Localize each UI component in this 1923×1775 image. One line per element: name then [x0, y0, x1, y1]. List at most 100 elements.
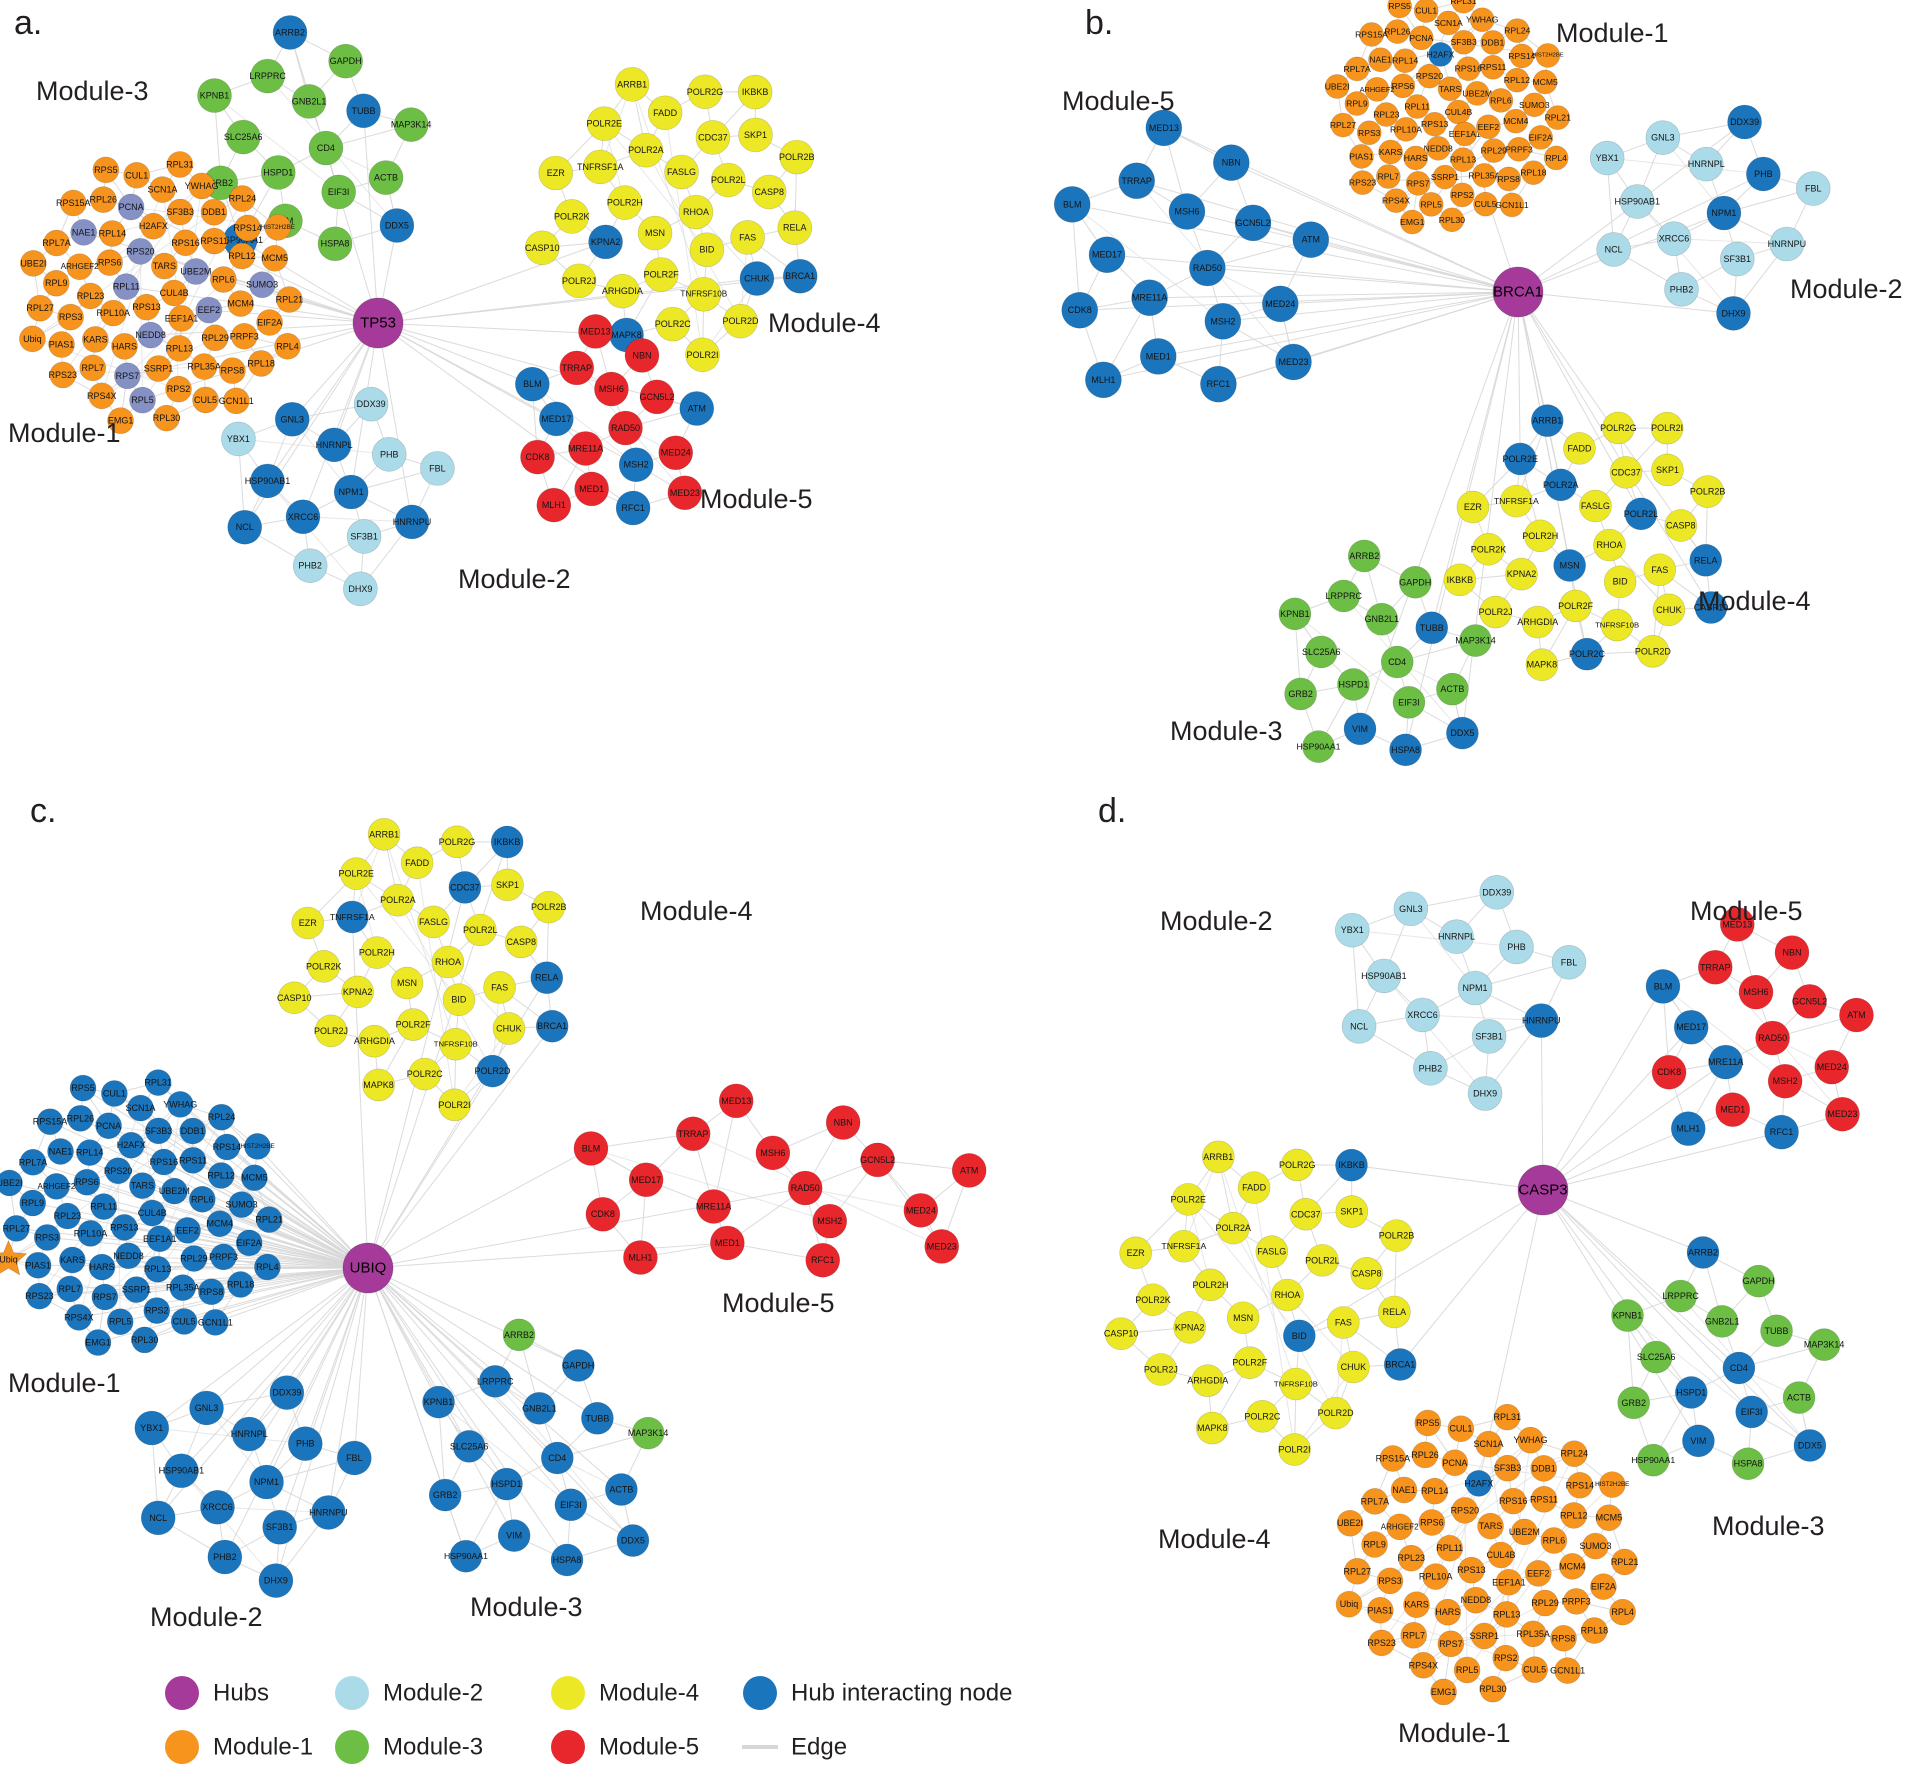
- node-TRRAP: TRRAP: [1118, 162, 1155, 200]
- node-label-RPL7A: RPL7A: [19, 1157, 48, 1167]
- node-RPS23: RPS23: [49, 361, 77, 389]
- node-label-ACTB: ACTB: [374, 173, 398, 183]
- node-label-DDX5: DDX5: [621, 1536, 645, 1546]
- node-label-EZR: EZR: [547, 168, 566, 178]
- node-EEF1A1: EEF1A1: [1449, 121, 1481, 147]
- node-ARRB1: ARRB1: [614, 67, 650, 102]
- node-label-POLR2J: POLR2J: [314, 1026, 348, 1036]
- node-label-GNB2L1: GNB2L1: [522, 1403, 557, 1413]
- node-label-HSPA8: HSPA8: [321, 239, 350, 249]
- node-label-SCN1A: SCN1A: [126, 1103, 156, 1113]
- node-MED13: MED13: [578, 314, 613, 349]
- node-label-CD4: CD4: [548, 1453, 566, 1463]
- node-label-CASP10: CASP10: [277, 993, 312, 1003]
- node-SCN1A: SCN1A: [1474, 1430, 1504, 1458]
- node-RPL6: RPL6: [210, 266, 237, 293]
- node-label-SUMO3: SUMO3: [1579, 1541, 1611, 1551]
- node-label-KARS: KARS: [1404, 1600, 1429, 1610]
- node-label-H2AFX: H2AFX: [1464, 1478, 1493, 1488]
- node-RAD50: RAD50: [608, 410, 643, 446]
- node-label-TNFRSF1A: TNFRSF1A: [1161, 1241, 1206, 1251]
- node-VIM: VIM: [497, 1519, 531, 1552]
- node-label-CDK8: CDK8: [591, 1209, 615, 1219]
- node-label-EEF2: EEF2: [1478, 122, 1500, 132]
- node-label-SF3B1: SF3B1: [1724, 254, 1752, 264]
- node-label-YWHAG: YWHAG: [1514, 1435, 1548, 1445]
- node-SCN1A: SCN1A: [126, 1094, 156, 1122]
- node-BID: BID: [689, 232, 725, 268]
- node-label-XRCC6: XRCC6: [202, 1502, 233, 1512]
- node-label-FASLG: FASLG: [667, 167, 696, 177]
- node-RPS7: RPS7: [1437, 1630, 1465, 1658]
- node-label-RPL26: RPL26: [90, 195, 118, 205]
- node-label-CUL4B: CUL4B: [1445, 107, 1473, 117]
- node-MED24: MED24: [903, 1193, 939, 1228]
- node-label-LRPPRC: LRPPRC: [1325, 591, 1362, 601]
- node-MED13: MED13: [1145, 109, 1183, 147]
- node-RPL23: RPL23: [77, 282, 104, 310]
- node-RPL23: RPL23: [1398, 1544, 1425, 1572]
- node-label-XRCC6: XRCC6: [288, 512, 319, 522]
- node-TUBB: TUBB: [1415, 611, 1449, 645]
- node-label-HSP90AA1: HSP90AA1: [1297, 742, 1341, 752]
- node-label-LRPPRC: LRPPRC: [249, 71, 286, 81]
- node-label-Ubiq: Ubiq: [1340, 1599, 1359, 1609]
- node-GCN5L2: GCN5L2: [1234, 204, 1272, 242]
- node-label-EEF1A1: EEF1A1: [143, 1234, 177, 1244]
- node-label-FADD: FADD: [405, 858, 430, 868]
- node-CASP10: CASP10: [1104, 1317, 1138, 1351]
- node-label-GNB2L1: GNB2L1: [1705, 1316, 1740, 1326]
- node-UBE2I: UBE2I: [20, 250, 47, 277]
- node-label-RPL10A: RPL10A: [96, 308, 130, 318]
- node-RPL30: RPL30: [131, 1326, 158, 1354]
- node-label-POLR2A: POLR2A: [1216, 1223, 1252, 1233]
- node-RPL7: RPL7: [1376, 164, 1401, 189]
- node-RPS4X: RPS4X: [87, 382, 116, 410]
- node-RPS7: RPS7: [91, 1283, 119, 1311]
- node-label-RPS16: RPS16: [150, 1157, 179, 1167]
- node-label-RPS5: RPS5: [71, 1083, 95, 1093]
- hub-label-BRCA1: BRCA1: [1493, 284, 1543, 301]
- node-label-POLR2D: POLR2D: [723, 316, 760, 326]
- node-label-IKBKB: IKBKB: [1447, 575, 1474, 585]
- node-GCN1L1: GCN1L1: [1495, 192, 1529, 218]
- node-label-HSPA8: HSPA8: [1391, 745, 1420, 755]
- node-label-RPL11: RPL11: [113, 282, 140, 292]
- node-UBE2I: UBE2I: [0, 1169, 23, 1197]
- node-RPL13: RPL13: [166, 335, 193, 362]
- node-label-RPS4X: RPS4X: [1409, 1660, 1439, 1670]
- node-CASP8: CASP8: [504, 925, 538, 959]
- node-label-SUMO3: SUMO3: [1519, 100, 1550, 110]
- panel-letter-c: c.: [30, 792, 56, 830]
- node-RPL13: RPL13: [1493, 1601, 1520, 1628]
- node-label-GNL3: GNL3: [1399, 904, 1423, 914]
- node-label-RFC1: RFC1: [1770, 1127, 1794, 1137]
- node-label-HIST2H2BE: HIST2H2BE: [1595, 1481, 1629, 1488]
- node-MCM5: MCM5: [1532, 69, 1558, 95]
- node-label-MED1: MED1: [1146, 351, 1171, 361]
- node-POLR2F: POLR2F: [396, 1008, 431, 1041]
- node-RPL24: RPL24: [1560, 1440, 1588, 1468]
- node-label-SLC25A6: SLC25A6: [450, 1441, 489, 1451]
- node-MSH2: MSH2: [618, 447, 654, 483]
- node-label-POLR2H: POLR2H: [1193, 1280, 1229, 1290]
- node-label-UBE2M: UBE2M: [1462, 88, 1492, 98]
- node-HNRNPU: HNRNPU: [1522, 1003, 1561, 1038]
- node-label-RPS6: RPS6: [1392, 81, 1415, 91]
- node-label-RPL23: RPL23: [54, 1211, 82, 1221]
- node-HIST2H2BE: HIST2H2BE: [1532, 43, 1564, 68]
- node-POLR2L: POLR2L: [1305, 1244, 1340, 1277]
- node-BLM: BLM: [515, 366, 550, 402]
- module-label-a-module-5: Module-5: [700, 484, 813, 514]
- node-RPL9: RPL9: [1344, 91, 1370, 116]
- node-label-TNFRSF10B: TNFRSF10B: [1274, 1379, 1318, 1388]
- node-POLR2G: POLR2G: [1600, 411, 1637, 445]
- node-label-MRE11A: MRE11A: [1708, 1057, 1743, 1067]
- node-RELA: RELA: [1378, 1295, 1411, 1329]
- node-label-RPL9: RPL9: [45, 278, 68, 288]
- node-SF3B3: SF3B3: [166, 198, 194, 226]
- node-GRB2: GRB2: [428, 1478, 462, 1512]
- node-label-EZR: EZR: [1127, 1248, 1146, 1258]
- node-MCM4: MCM4: [227, 290, 254, 317]
- node-label-SKP1: SKP1: [496, 880, 519, 890]
